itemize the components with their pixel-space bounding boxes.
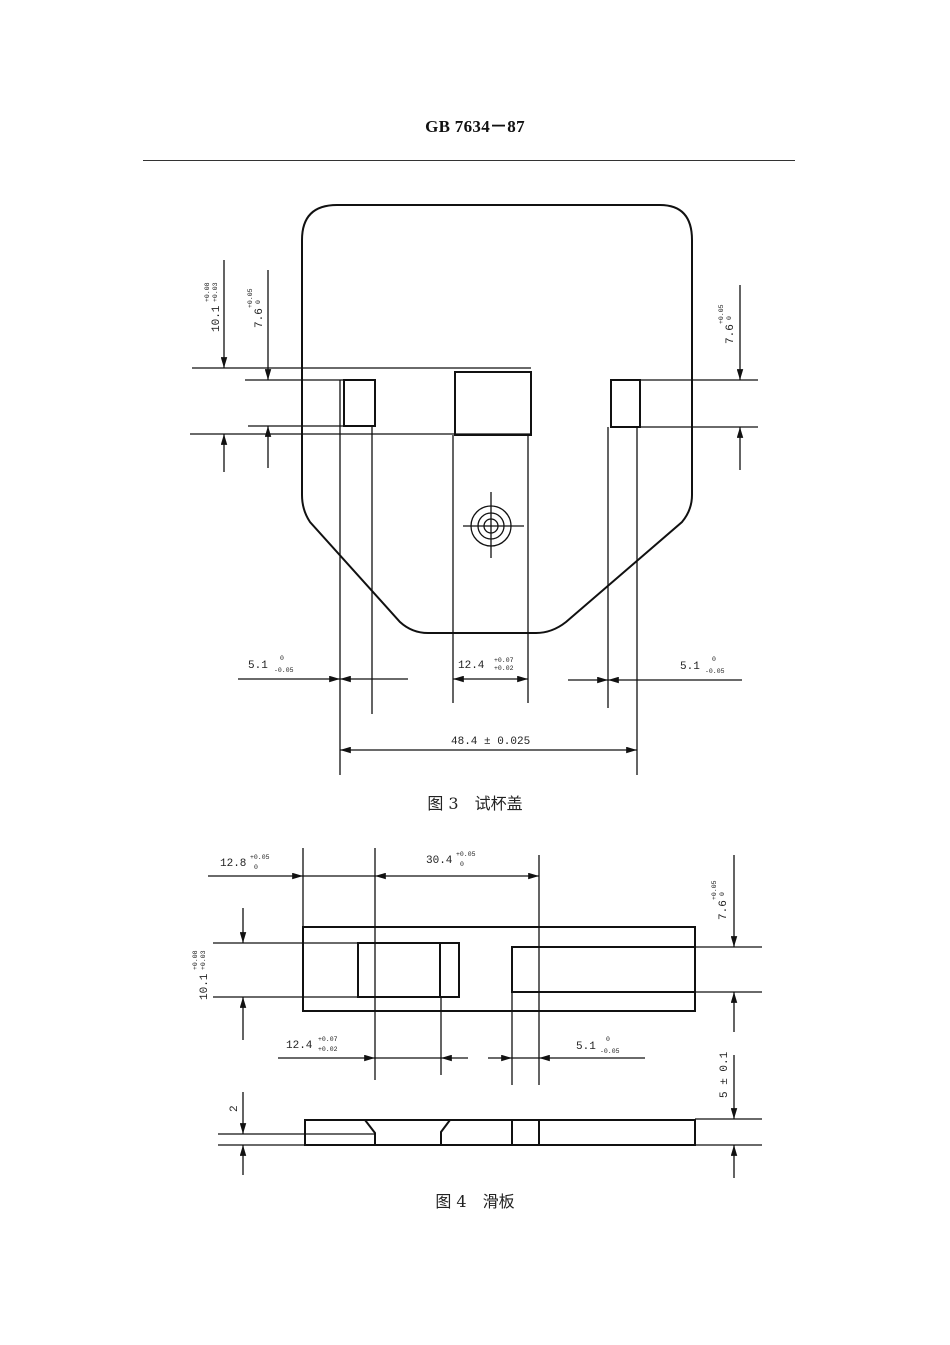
figure-4-drawing: 12.8 +0.05 0 30.4 +0.05 0 10.1 +0.08 +0.… [192,848,762,1178]
fig4-dim-10-1: 10.1 +0.08 +0.03 [192,950,211,1000]
fig4-dim-2: 2 [229,1105,241,1112]
figure-3-number: 图 3 [427,794,459,813]
fig3-dim-5-1-right: 5.1 0 -0.05 [680,656,725,675]
svg-text:+0.03: +0.03 [200,950,207,970]
svg-text:+0.02: +0.02 [494,665,514,672]
lid-outline [301,204,693,634]
svg-text:0: 0 [606,1036,610,1043]
svg-text:10.1: 10.1 [199,973,211,1000]
fig3-dim-48-4: 48.4 ± 0.025 [451,736,530,748]
left-slot [343,379,376,427]
svg-text:5.1: 5.1 [248,660,268,672]
svg-text:+0.03: +0.03 [212,282,219,302]
fig3-dim-10-1: 10.1 [211,305,223,332]
plate-right-slot [511,946,696,993]
svg-text:+0.05: +0.05 [711,880,718,900]
plate-left-slot [357,942,460,998]
fig4-dim-12-8: 12.8 +0.05 0 [220,854,270,871]
svg-text:0: 0 [460,861,464,868]
section-hatch-right [538,1119,696,1146]
svg-text:+0.05: +0.05 [247,288,254,308]
svg-text:0: 0 [712,656,716,663]
svg-text:12.4: 12.4 [286,1040,313,1052]
header-divider [143,160,795,161]
svg-text:-0.05: -0.05 [274,667,294,674]
figure-4-caption: 图 4 滑板 [0,1188,950,1212]
fig3-dim-5-1-left: 5.1 0 -0.05 [248,655,294,674]
right-slot [610,379,641,428]
center-target-icon [463,492,524,558]
svg-text:+0.05: +0.05 [250,854,270,861]
svg-text:+0.08: +0.08 [192,950,199,970]
fig3-dim-12-4: 12.4 +0.07 +0.02 [458,657,514,672]
svg-text:0: 0 [719,892,726,896]
fig3-dim-7-6-left: 7.6 [254,308,266,328]
svg-text:7.6: 7.6 [718,900,730,920]
svg-text:+0.07: +0.07 [318,1036,338,1043]
section-hatch-left [304,1119,376,1146]
svg-text:+0.08: +0.08 [204,282,211,302]
svg-text:5.1: 5.1 [576,1041,596,1053]
svg-text:+0.05: +0.05 [456,851,476,858]
svg-text:0: 0 [280,655,284,662]
center-slot [454,371,532,436]
svg-text:12.4: 12.4 [458,660,485,672]
figure-4-title: 滑板 [482,1192,515,1211]
svg-text:12.8: 12.8 [220,858,246,870]
figure-4-number: 图 4 [435,1192,467,1211]
svg-text:30.4: 30.4 [426,855,453,867]
standard-code-header: GB 7634－87 [425,117,525,136]
svg-text:5.1: 5.1 [680,661,700,673]
fig4-dim-12-4: 12.4 +0.07 +0.02 [286,1036,338,1053]
figure-3-title: 试杯盖 [474,794,523,813]
svg-text:0: 0 [726,316,733,320]
svg-text:0: 0 [254,864,258,871]
fig4-dim-5: 5 ± 0.1 [719,1051,731,1098]
fig4-dim-7-6: 7.6 +0.05 0 [711,880,730,920]
svg-text:+0.07: +0.07 [494,657,514,664]
figure-3-drawing: 10.1 +0.08 +0.03 7.6 +0.05 0 7.6 +0.05 0… [190,204,758,775]
plate-plan-outline [302,926,696,1012]
section-hatch-middle [440,1119,513,1146]
svg-text:+0.02: +0.02 [318,1046,338,1053]
svg-text:-0.05: -0.05 [705,668,725,675]
fig4-dim-30-4: 30.4 +0.05 0 [426,851,476,868]
svg-text:0: 0 [255,300,262,304]
fig4-dim-5-1: 5.1 0 -0.05 [576,1036,620,1055]
fig3-dim-7-6-right: 7.6 [725,324,737,344]
figure-3-caption: 图 3 试杯盖 [0,790,950,814]
svg-text:+0.05: +0.05 [718,304,725,324]
svg-text:-0.05: -0.05 [600,1048,620,1055]
